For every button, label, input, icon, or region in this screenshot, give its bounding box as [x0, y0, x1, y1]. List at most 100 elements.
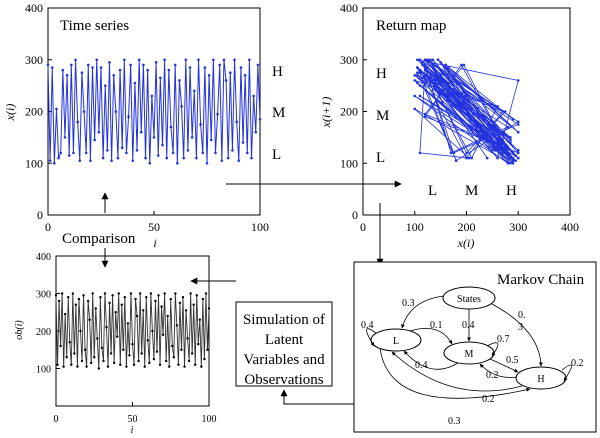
return-map-point [509, 138, 512, 142]
edge-states-H [491, 303, 543, 367]
rm-ytick-label: 0 [352, 208, 358, 222]
time-series-point [118, 68, 122, 72]
observation-point [73, 352, 76, 355]
return-map-point [491, 149, 494, 152]
observation-point [184, 309, 188, 312]
return-map-point [416, 81, 419, 85]
observation-point [177, 363, 180, 366]
observation-point [74, 303, 78, 306]
time-series-point [144, 156, 147, 160]
observation-point [157, 294, 160, 297]
return-map-point [439, 89, 442, 93]
observation-point [195, 294, 198, 297]
observation-point [186, 337, 189, 340]
return-map-point [465, 156, 468, 160]
time-series-point [258, 117, 262, 121]
observation-point [97, 367, 101, 370]
observation-point [198, 318, 202, 321]
time-series-point [173, 63, 177, 67]
simulation-line-1: Simulation of [243, 312, 325, 328]
prob-states-H-b: 3 [518, 322, 523, 333]
return-map-point [511, 156, 515, 160]
time-series-point [55, 107, 58, 111]
observation-point [109, 352, 113, 355]
return-map-point [421, 63, 424, 67]
prob-H-M: 0.2 [486, 370, 499, 381]
return-map-point [496, 105, 499, 108]
return-map-point [426, 61, 429, 64]
observation-point [132, 363, 136, 366]
return-map-point [423, 115, 427, 118]
observation-point [138, 292, 142, 295]
time-series-point [188, 66, 192, 69]
return-map-point [418, 58, 422, 62]
return-map-point [501, 138, 505, 142]
observation-point [187, 359, 191, 363]
observation-point [94, 307, 97, 310]
return-map-point [504, 110, 507, 113]
observation-point [175, 324, 179, 327]
time-series-point [209, 138, 213, 142]
return-map-point [509, 156, 512, 160]
edge-L-H [379, 347, 531, 399]
observation-point [80, 359, 84, 363]
observation-point [88, 318, 91, 321]
observation-point [85, 365, 88, 368]
time-series-point [150, 94, 154, 98]
edge-H-self [561, 364, 572, 382]
time-series-point [129, 63, 132, 67]
observation-point [166, 314, 169, 318]
time-series-point [252, 94, 255, 98]
rm-ytick-label: 300 [340, 53, 358, 67]
observation-point [122, 348, 125, 351]
edge-M-self [486, 342, 499, 357]
observation-point [164, 359, 168, 363]
return-map-point [506, 125, 510, 129]
return-map-point [465, 151, 468, 155]
markov-chain: Markov Chain States L M H 0.3 0.4 0. 3 0… [353, 261, 597, 433]
ts-level-M: M [272, 105, 285, 121]
observation-point [204, 292, 208, 295]
return-map-point [506, 146, 510, 150]
observation-point [100, 346, 104, 350]
simulation-line-3: Variables and [243, 352, 325, 368]
ob-ytick-label: 200 [36, 327, 51, 338]
observation-point [111, 294, 114, 297]
observation-point [54, 294, 58, 297]
observation-point [131, 342, 134, 346]
return-map-point [416, 66, 419, 69]
return-map-point [426, 58, 429, 62]
return-map-point [428, 58, 432, 62]
observation-point [174, 292, 177, 295]
return-map-point [434, 73, 437, 77]
return-map-point [511, 159, 515, 162]
return-map-point [501, 110, 505, 113]
observation-point [161, 333, 165, 336]
node-states-label: States [457, 294, 481, 305]
observation-point [129, 292, 133, 295]
time-series-point [63, 136, 67, 139]
observation-point [105, 326, 108, 329]
observation-point [200, 365, 203, 368]
time-series-point [82, 110, 86, 113]
time-series-point [114, 110, 118, 113]
observation-point [116, 335, 119, 338]
time-series-point [195, 156, 198, 160]
observation-point [143, 365, 146, 368]
observation-point [142, 309, 145, 312]
time-series-point [74, 58, 77, 62]
time-series-point [254, 130, 258, 134]
time-series-point [231, 149, 234, 152]
return-map-point [423, 63, 427, 67]
return-map-point [423, 66, 427, 69]
observation-point [145, 296, 148, 299]
time-series-point [154, 61, 158, 64]
edge-H-M [479, 363, 518, 378]
observation-point [155, 350, 159, 353]
return-map-point [449, 151, 453, 155]
observation-point [86, 299, 90, 303]
observation-point [163, 292, 166, 295]
time-series-point [171, 151, 175, 155]
